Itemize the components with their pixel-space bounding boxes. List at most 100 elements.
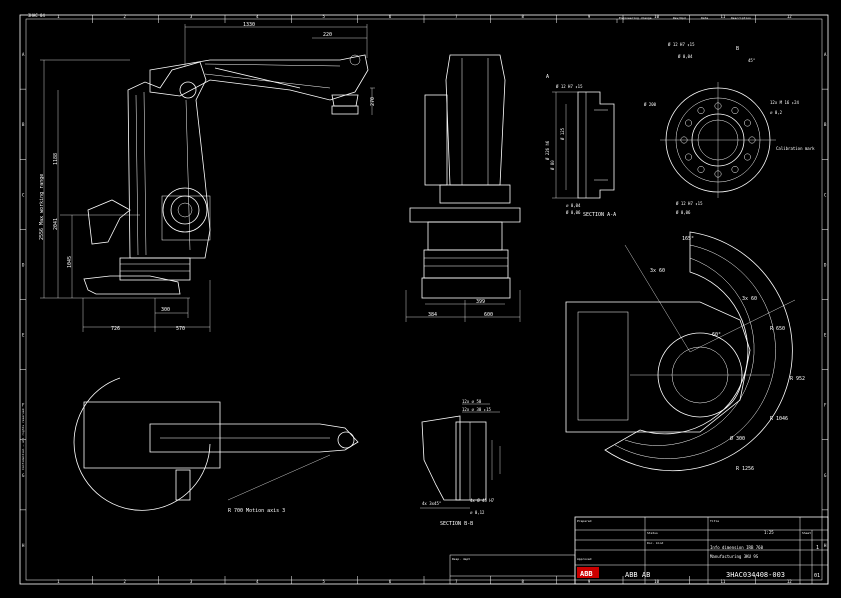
tb-sheet-no: 01 — [814, 573, 820, 579]
flange-dim-7: Ø 0,06 — [676, 210, 691, 215]
grid-col-4-top: 4 — [256, 14, 259, 19]
range-dim-1: 3x 60 — [650, 268, 665, 274]
grid-col-4-bottom: 4 — [256, 579, 259, 584]
grid-row-B-left: B — [22, 122, 25, 127]
range-dim-4: R 952 — [790, 376, 805, 382]
grid-col-7-top: 7 — [455, 14, 458, 19]
wrist — [331, 94, 359, 107]
section-bb-dim-0: 12x ⌀ 50 — [462, 399, 482, 404]
grid-row-C-right: C — [824, 192, 827, 197]
grid-row-G-right: G — [824, 473, 827, 478]
flange-dim-3: 12x M 16 ↧24 — [770, 100, 799, 105]
section-aa-dim-3: Ø 125 — [560, 127, 565, 140]
flange-calibration-mark: Calibration mark — [776, 146, 815, 151]
section-bb-dim-4: ⌀ 0,12 — [470, 510, 485, 515]
header-date: Date — [701, 16, 708, 20]
flange-hole — [697, 107, 705, 115]
range-dim-3: R 650 — [770, 326, 785, 332]
section-aa-dim-4: ⌀ 0,04 — [566, 203, 581, 208]
tb-field-prepared: Prepared — [577, 519, 592, 523]
grid-col-8-top: 8 — [522, 14, 525, 19]
grid-row-B-right: B — [824, 122, 827, 127]
tb-field-doc-kind: Doc. kind — [647, 541, 663, 545]
base-foot — [83, 275, 181, 295]
revision-header: Engineering change Rev/Upd Date Descript… — [616, 16, 751, 23]
flange-view: Ø 12 H7 ↧15 Ø 0,04 Ø 200 12x M 16 ↧24 ⌀ … — [546, 42, 815, 215]
side-view: 384 600 399 — [405, 54, 521, 322]
grid-row-A-right: A — [824, 52, 827, 57]
tb-field-sheet: Sheet — [802, 531, 811, 535]
range-dim-2: 3x 60 — [742, 296, 757, 302]
flange-dim-8: 45° — [748, 58, 755, 63]
flange-dim-4: ⌀ 0,2 — [770, 110, 783, 115]
dim-2041: 2041 — [53, 218, 59, 230]
grid-col-11-bottom: 11 — [721, 579, 726, 584]
grid-col-8-bottom: 8 — [522, 579, 525, 584]
plan-motion-annotation: R 700 Motion axis 3 — [228, 508, 285, 514]
flange-hole — [731, 107, 739, 115]
grid-col-3-top: 3 — [190, 14, 193, 19]
dim-570: 570 — [176, 326, 185, 332]
grid-col-2-top: 2 — [124, 14, 127, 19]
front-dimensions — [40, 24, 375, 332]
grid-col-11-top: 11 — [721, 14, 726, 19]
lower-arm — [127, 61, 211, 259]
grid-col-3-bottom: 3 — [190, 579, 193, 584]
flange-ref-a: A — [546, 74, 549, 80]
section-aa: Ø 12 H7 ↧15 Ø 80 Ø 226 h6 Ø 125 ⌀ 0,04 Ø… — [545, 84, 616, 218]
section-bb-profile — [421, 415, 461, 501]
rear-bracket — [87, 199, 131, 245]
dim-max-working-range: 2556 Max working range — [39, 174, 45, 240]
dim-399: 399 — [476, 299, 485, 305]
grid-row-D-right: D — [824, 262, 827, 267]
grid-col-1-top: 1 — [57, 14, 60, 19]
tb-description-2: Manufacturing 3KU 9S — [710, 554, 759, 559]
axis2-motor — [162, 187, 208, 233]
upper-arm — [149, 54, 369, 101]
dim-220: 220 — [323, 32, 332, 38]
grid-col-10-top: 10 — [654, 14, 659, 19]
tb-description-1: Info dimension IRB 760 — [710, 545, 764, 550]
tb-rev: 1 — [816, 545, 819, 551]
grid-row-G-left: G — [22, 473, 25, 478]
header-rev: Rev/Upd — [673, 16, 686, 20]
front-view: 1330 220 270 2556 Max working range 1188… — [39, 22, 376, 332]
tb-field-status: Status — [647, 531, 658, 535]
base-top-outline — [565, 301, 751, 433]
flange-dim-1: Ø 0,04 — [678, 54, 693, 59]
axis3-arc — [73, 377, 211, 511]
tb-field-resp-dept: Resp. dept — [452, 557, 470, 561]
grid-col-5-top: 5 — [323, 14, 326, 19]
dim-270: 270 — [370, 97, 376, 106]
tool-flange — [331, 105, 359, 115]
grid-row-D-left: D — [22, 262, 25, 267]
grid-row-E-left: E — [22, 333, 25, 338]
grid-col-1-bottom: 1 — [57, 579, 60, 584]
grid-col-5-bottom: 5 — [323, 579, 326, 584]
dim-1045: 1045 — [67, 256, 73, 268]
section-aa-dim-2: Ø 226 h6 — [545, 140, 550, 160]
side-arm — [445, 54, 506, 186]
grid-col-2-bottom: 2 — [124, 579, 127, 584]
dim-384: 384 — [428, 312, 437, 318]
top-range-view: 165° 3x 60 3x 60 R 650 R 952 R 1046 R 12… — [565, 231, 805, 472]
flange-hole — [697, 165, 705, 173]
flange-hole — [685, 119, 693, 127]
range-dim-6: R 1256 — [736, 466, 754, 472]
range-dim-5: R 1046 — [770, 416, 788, 422]
header-engineering-change: Engineering change — [619, 16, 652, 20]
grid-row-H-left: H — [22, 543, 25, 548]
flange-ref-b: B — [736, 46, 739, 52]
side-vertical-label: Confidential — all rights reserved — [21, 408, 25, 470]
grid-col-7-bottom: 7 — [455, 579, 458, 584]
plan-base — [83, 401, 221, 469]
flange-dim-2: Ø 200 — [644, 102, 657, 107]
grid-row-F-right: F — [824, 403, 827, 408]
grid-col-9-top: 9 — [588, 14, 591, 19]
section-aa-dim-0: Ø 12 H7 ↧15 — [556, 84, 583, 89]
side-base — [423, 249, 509, 279]
motor-housing — [424, 94, 448, 186]
